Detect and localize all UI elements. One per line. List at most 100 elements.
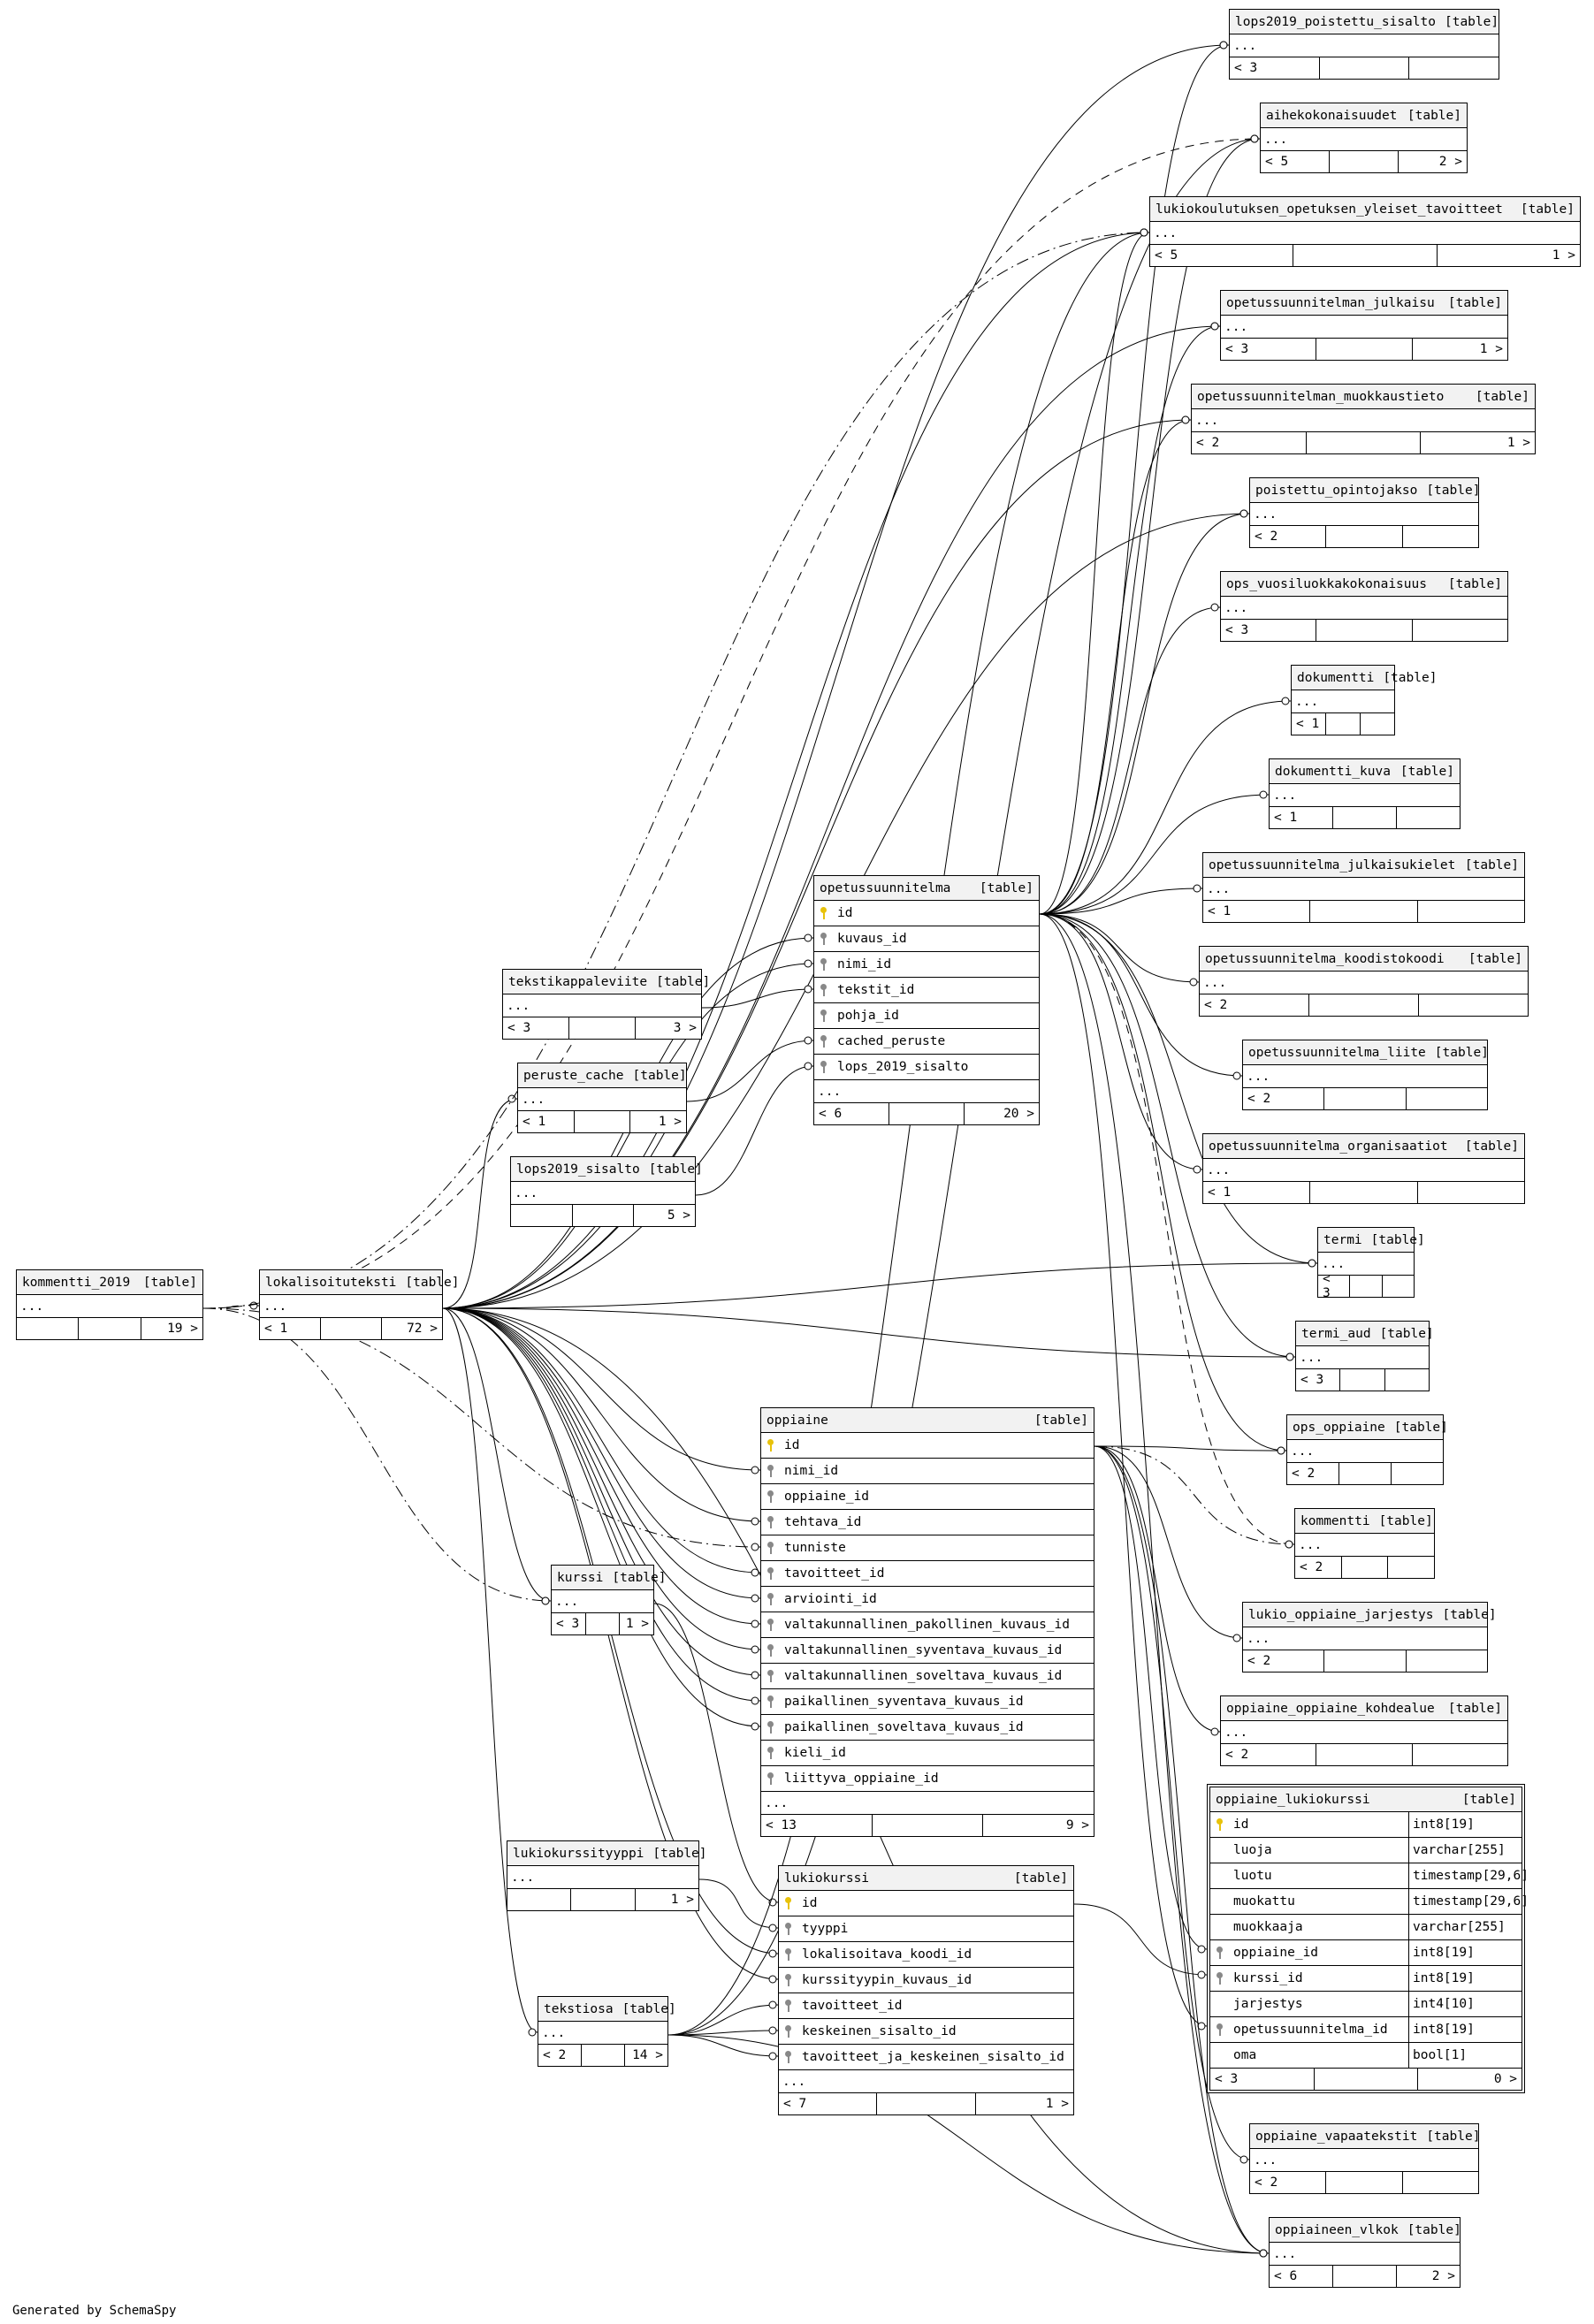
footer-spacer[interactable] — [871, 1815, 983, 1836]
more-columns[interactable]: ... — [1270, 784, 1460, 807]
children-link[interactable] — [1401, 526, 1478, 547]
more-columns[interactable]: ... — [1287, 1440, 1443, 1463]
more-columns[interactable]: ... — [1243, 1065, 1487, 1088]
children-link[interactable]: 2 > — [1396, 2266, 1460, 2287]
footer-spacer[interactable] — [1340, 1557, 1388, 1578]
more-columns[interactable]: ... — [1270, 2243, 1460, 2266]
more-columns[interactable]: ... — [507, 1866, 698, 1889]
more-columns[interactable]: ... — [17, 1295, 202, 1318]
table-header[interactable]: lukiokoulutuksen_opetuksen_yleiset_tavoi… — [1150, 197, 1580, 222]
footer-spacer[interactable] — [320, 1318, 381, 1339]
table-header[interactable]: lops2019_poistettu_sisalto[table] — [1230, 10, 1499, 34]
column-row[interactable]: valtakunnallinen_soveltava_kuvaus_id — [761, 1664, 1094, 1689]
table-header[interactable]: aihekokonaisuudet[table] — [1261, 103, 1467, 128]
column-row[interactable]: paikallinen_syventava_kuvaus_id — [761, 1689, 1094, 1715]
column-row[interactable]: tavoitteet_id — [761, 1561, 1094, 1587]
footer-spacer[interactable] — [570, 1889, 634, 1910]
table-dokumentti[interactable]: dokumentti[table]...< 1 — [1291, 665, 1437, 735]
column-row[interactable]: nimi_id — [814, 952, 1039, 978]
more-columns[interactable]: ... — [779, 2070, 1073, 2093]
table-header[interactable]: opetussuunnitelman_julkaisu[table] — [1221, 291, 1507, 316]
children-link[interactable] — [1401, 2172, 1478, 2193]
more-columns[interactable]: ... — [1221, 1721, 1507, 1744]
parents-link[interactable] — [17, 1318, 78, 1339]
table-header[interactable]: lukio_oppiaine_jarjestys[table] — [1243, 1603, 1497, 1627]
children-link[interactable] — [1411, 1744, 1507, 1765]
more-columns[interactable]: ... — [1250, 2149, 1478, 2172]
column-row[interactable]: id — [761, 1433, 1094, 1459]
parents-link[interactable]: < 3 — [1234, 61, 1258, 75]
table-header[interactable]: opetussuunnitelma_koodistokoodi[table] — [1200, 947, 1528, 972]
children-link[interactable]: 1 > — [1411, 339, 1507, 360]
footer-spacer[interactable] — [1293, 245, 1436, 266]
column-row[interactable]: lokalisoitava_koodi_id — [779, 1942, 1073, 1968]
children-link[interactable]: 1 > — [634, 1889, 698, 1910]
table-opetussuunnitelma-organisaatiot[interactable]: opetussuunnitelma_organisaatiot[table]..… — [1202, 1133, 1525, 1204]
more-columns[interactable]: ... — [1261, 128, 1467, 151]
table-header[interactable]: dokumentti[table] — [1292, 666, 1437, 690]
table-ops-oppiaine[interactable]: ops_oppiaine[table]...< 2 — [1286, 1414, 1448, 1485]
footer-spacer[interactable] — [1325, 2172, 1401, 2193]
children-link[interactable] — [1405, 1650, 1487, 1672]
footer-spacer[interactable] — [1325, 526, 1401, 547]
more-columns[interactable]: ... — [1203, 1159, 1524, 1182]
more-columns[interactable]: ... — [1203, 878, 1524, 901]
children-link[interactable] — [1408, 57, 1499, 79]
footer-spacer[interactable] — [78, 1318, 140, 1339]
table-header[interactable]: ops_oppiaine[table] — [1287, 1415, 1448, 1440]
more-columns[interactable]: ... — [1292, 690, 1394, 713]
footer-spacer[interactable] — [1349, 1276, 1381, 1297]
parents-link[interactable]: < 3 — [1225, 623, 1249, 637]
table-header[interactable]: lokalisoituteksti[table] — [260, 1270, 460, 1295]
parents-link[interactable]: < 2 — [1247, 1654, 1271, 1668]
children-link[interactable] — [1384, 1369, 1429, 1391]
table-lukiokurssityyppi[interactable]: lukiokurssityyppi[table]...1 > — [507, 1840, 707, 1911]
parents-link[interactable]: < 2 — [1225, 1748, 1249, 1762]
children-link[interactable]: 14 > — [624, 2045, 667, 2066]
footer-spacer[interactable] — [1308, 994, 1418, 1016]
parents-link[interactable]: < 6 — [819, 1107, 843, 1121]
column-row[interactable]: keskeinen_sisalto_id — [779, 2019, 1073, 2045]
table-kommentti-2019[interactable]: kommentti_2019[table]...19 > — [16, 1269, 203, 1340]
children-link[interactable]: 2 > — [1398, 151, 1467, 172]
more-columns[interactable]: ... — [1192, 409, 1535, 432]
table-header[interactable]: lukiokurssi[table] — [779, 1866, 1073, 1891]
more-columns[interactable]: ... — [552, 1590, 653, 1613]
table-header[interactable]: oppiaine_lukiokurssi[table] — [1210, 1787, 1522, 1812]
parents-link[interactable]: < 2 — [1204, 998, 1228, 1012]
column-row[interactable]: oppiaine_id — [761, 1484, 1094, 1510]
parents-link[interactable]: < 1 — [1274, 811, 1298, 825]
parents-link[interactable]: < 5 — [1265, 155, 1289, 169]
table-lukio-oppiaine-jarjestys[interactable]: lukio_oppiaine_jarjestys[table]... < 2 — [1242, 1602, 1497, 1673]
table-header[interactable]: peruste_cache[table] — [518, 1063, 687, 1088]
parents-link[interactable]: < 6 — [1274, 2269, 1298, 2283]
parents-link[interactable]: < 7 — [783, 2097, 807, 2111]
parents-link[interactable]: < 2 — [1255, 530, 1278, 544]
footer-spacer[interactable] — [1316, 1744, 1411, 1765]
table-lops2019-sisalto[interactable]: lops2019_sisalto[table]...5 > — [510, 1156, 703, 1227]
children-link[interactable]: 0 > — [1417, 2069, 1522, 2090]
column-row[interactable]: tavoitteet_ja_keskeinen_sisalto_id — [779, 2045, 1073, 2070]
footer-spacer[interactable] — [1323, 1650, 1405, 1672]
more-columns[interactable]: ... — [1243, 1627, 1487, 1650]
footer-spacer[interactable] — [1313, 2069, 1418, 2090]
footer-spacer[interactable] — [889, 1103, 964, 1124]
table-oppiaine-oppiaine-kohdealue[interactable]: oppiaine_oppiaine_kohdealue[table]...< 2 — [1220, 1695, 1508, 1766]
table-opetussuunnitelman-muokkaustieto[interactable]: opetussuunnitelman_muokkaustieto[table].… — [1191, 384, 1536, 454]
more-columns[interactable]: ... — [260, 1295, 442, 1318]
more-columns[interactable]: ... — [1150, 222, 1580, 245]
table-header[interactable]: opetussuunnitelma_liite[table] — [1243, 1040, 1489, 1065]
children-link[interactable] — [1411, 620, 1507, 641]
footer-spacer[interactable] — [876, 2093, 974, 2114]
parents-link[interactable]: < 2 — [543, 2048, 567, 2062]
table-opetussuunnitelma-julkaisukielet[interactable]: opetussuunnitelma_julkaisukielet[table].… — [1202, 852, 1525, 923]
footer-spacer[interactable] — [1339, 1369, 1384, 1391]
